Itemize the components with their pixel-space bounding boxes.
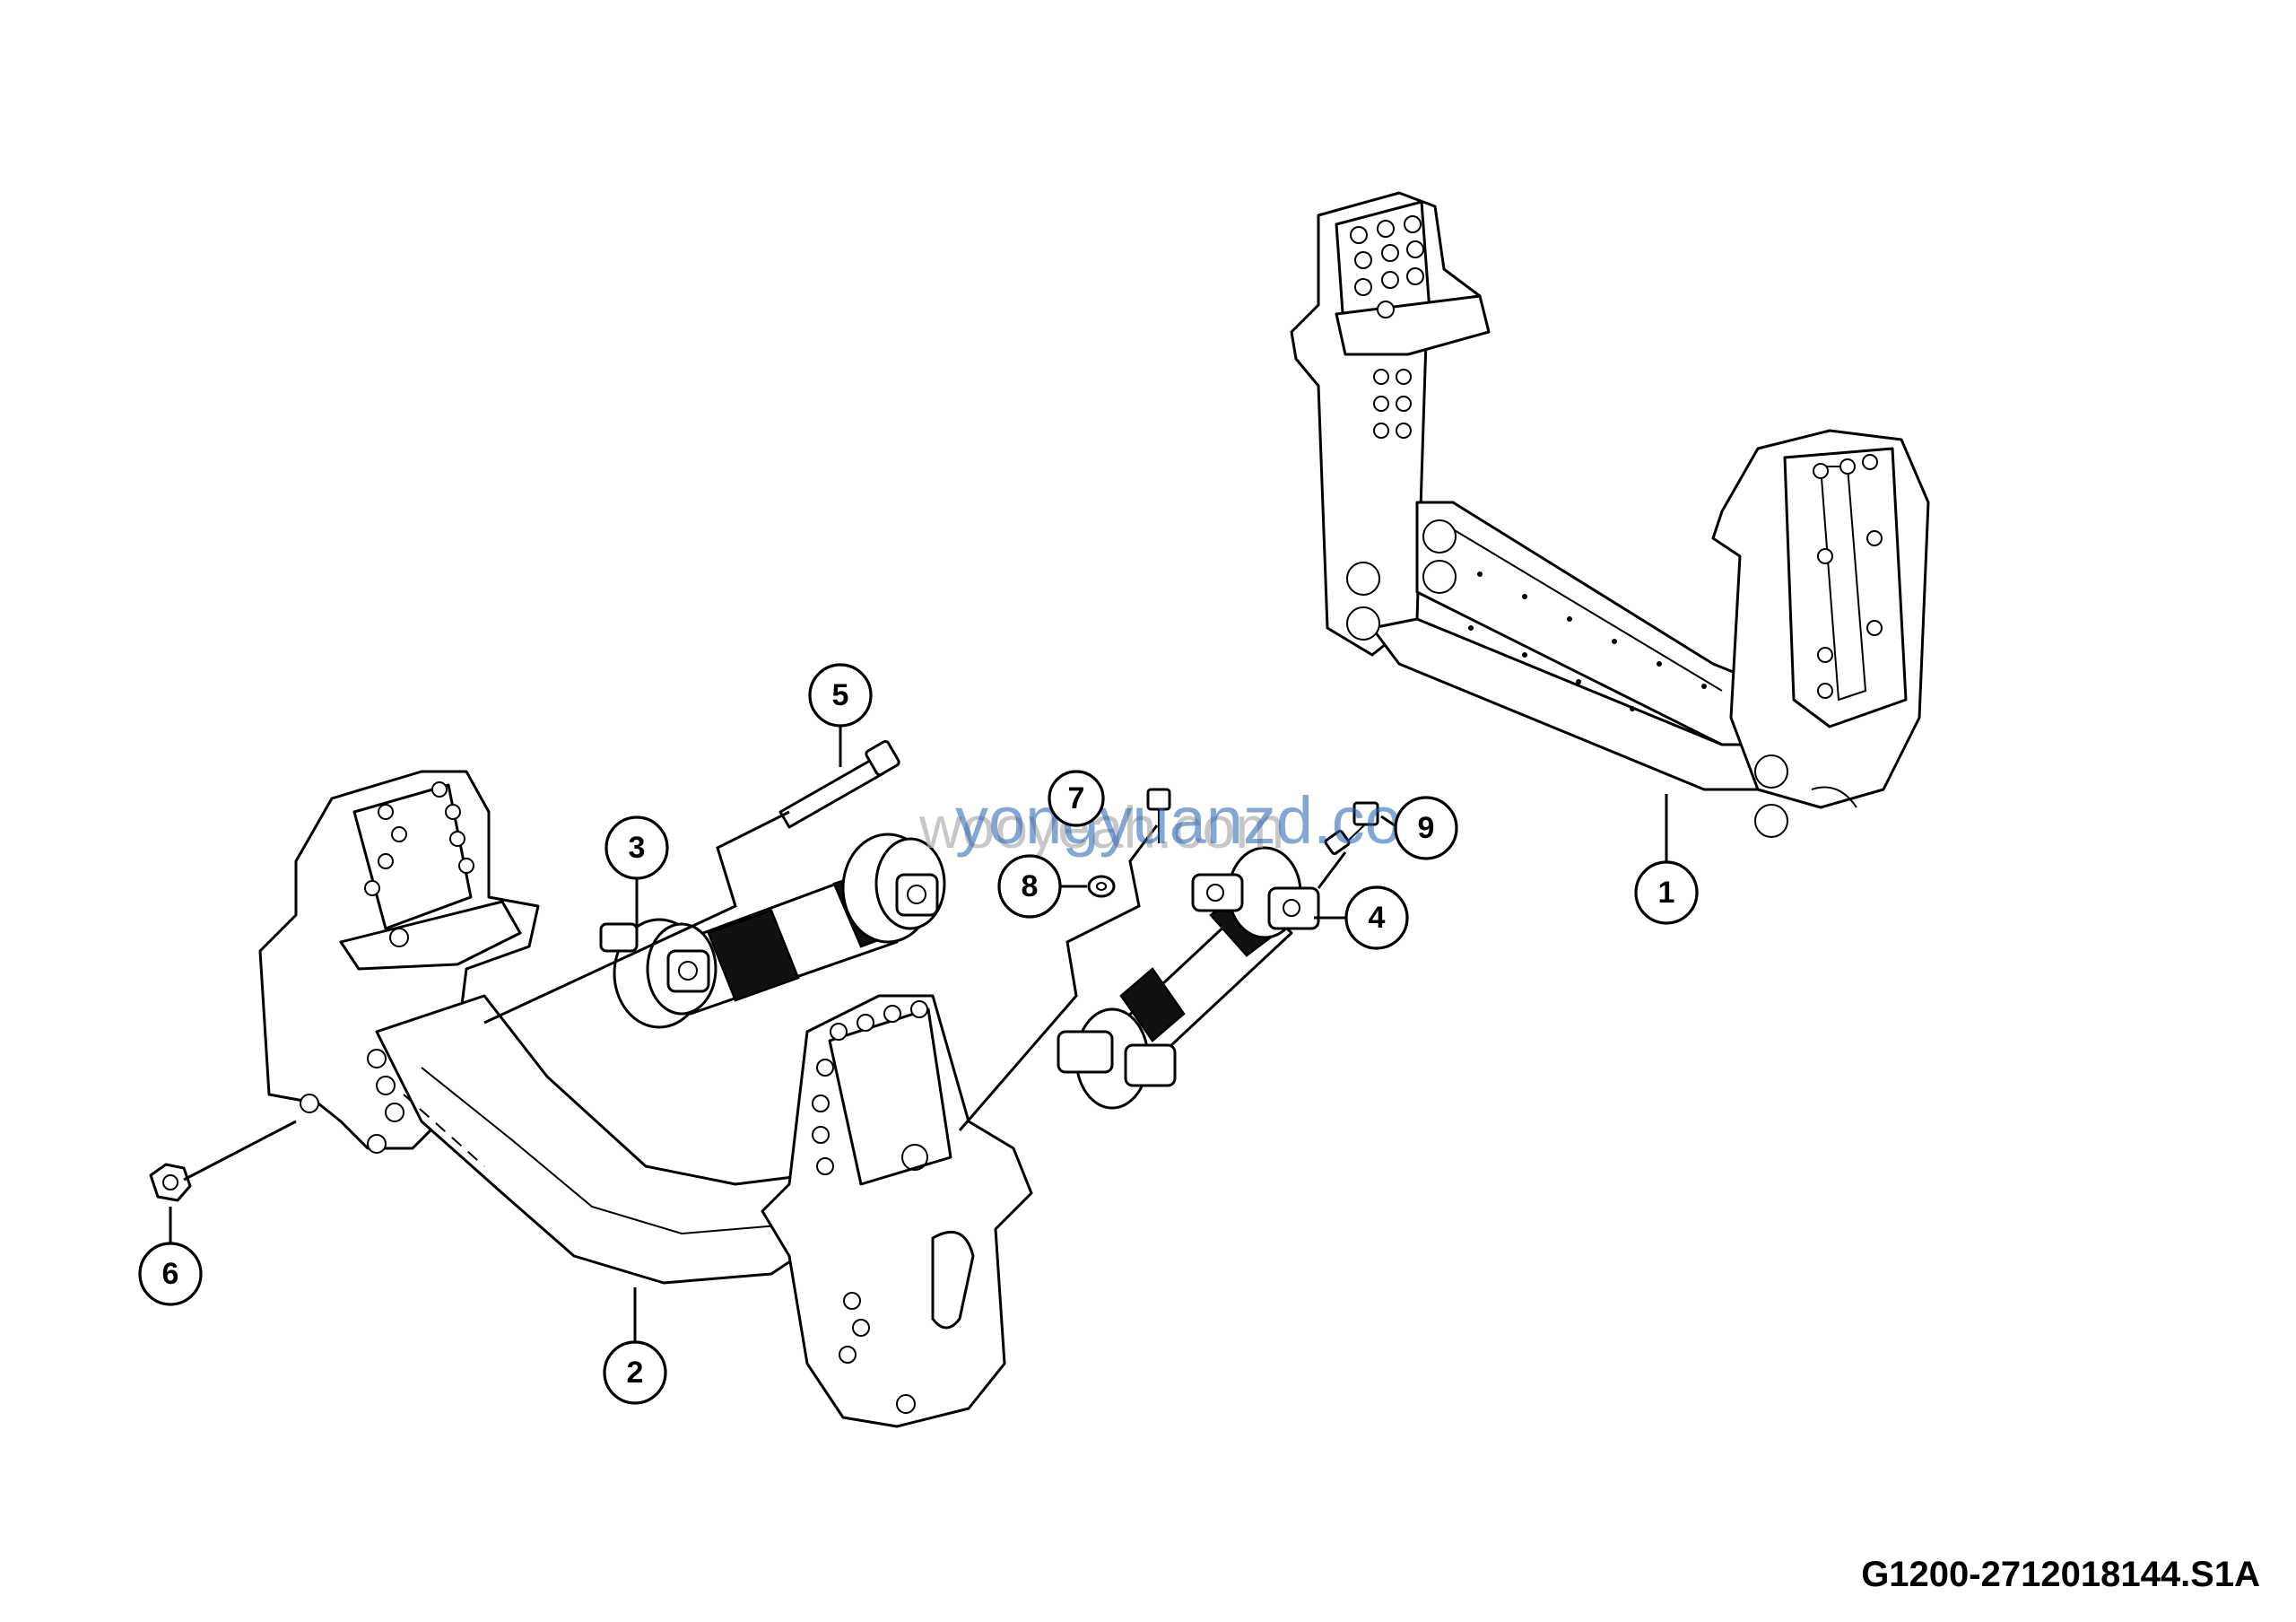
callout-9-number: 9 bbox=[1418, 811, 1435, 845]
drawing-code-label: G1200-2712018144.S1A bbox=[1861, 1555, 2260, 1594]
leader-lines bbox=[169, 718, 1668, 1341]
callout-5: 5 bbox=[808, 663, 873, 728]
callout-7: 7 bbox=[1048, 770, 1105, 827]
callout-2-number: 2 bbox=[627, 1356, 644, 1390]
part-1-holes bbox=[1468, 571, 1707, 711]
watermark-group: wooyeah.com yongyuanzd.com bbox=[918, 783, 1457, 860]
callout-4: 4 bbox=[1344, 885, 1409, 950]
callout-3: 3 bbox=[604, 815, 669, 880]
part-9-bolt bbox=[1324, 801, 1379, 856]
part-3-torque-rod bbox=[599, 833, 946, 1029]
callout-9: 9 bbox=[1394, 796, 1458, 860]
callout-1: 1 bbox=[1634, 860, 1699, 925]
watermark-primary: yongyuanzd.com bbox=[955, 783, 1457, 858]
callout-1-number: 1 bbox=[1658, 876, 1675, 910]
callout-3-number: 3 bbox=[629, 831, 646, 865]
callout-8-number: 8 bbox=[1022, 869, 1039, 903]
callout-5-number: 5 bbox=[832, 678, 849, 712]
callout-4-number: 4 bbox=[1369, 901, 1386, 935]
callout-7-number: 7 bbox=[1068, 781, 1085, 815]
part-4-torque-rod bbox=[1057, 846, 1320, 1110]
part-2-bolts bbox=[300, 781, 928, 1414]
callout-8: 8 bbox=[997, 854, 1062, 919]
callout-6-number: 6 bbox=[162, 1257, 179, 1291]
part-8-washer bbox=[1087, 875, 1116, 898]
part-1-bolts bbox=[1346, 215, 1883, 838]
callout-6: 6 bbox=[138, 1242, 203, 1306]
part-2-axle-crossmember bbox=[258, 770, 1033, 1428]
part-7-bolt bbox=[1146, 788, 1171, 843]
part-5-long-bolt bbox=[778, 739, 900, 829]
part-6-nut bbox=[149, 1163, 192, 1202]
part-1-crossmember-frame bbox=[1290, 191, 1930, 838]
callout-2: 2 bbox=[603, 1340, 667, 1405]
callouts: 1 2 3 4 5 6 7 8 bbox=[138, 663, 1699, 1405]
